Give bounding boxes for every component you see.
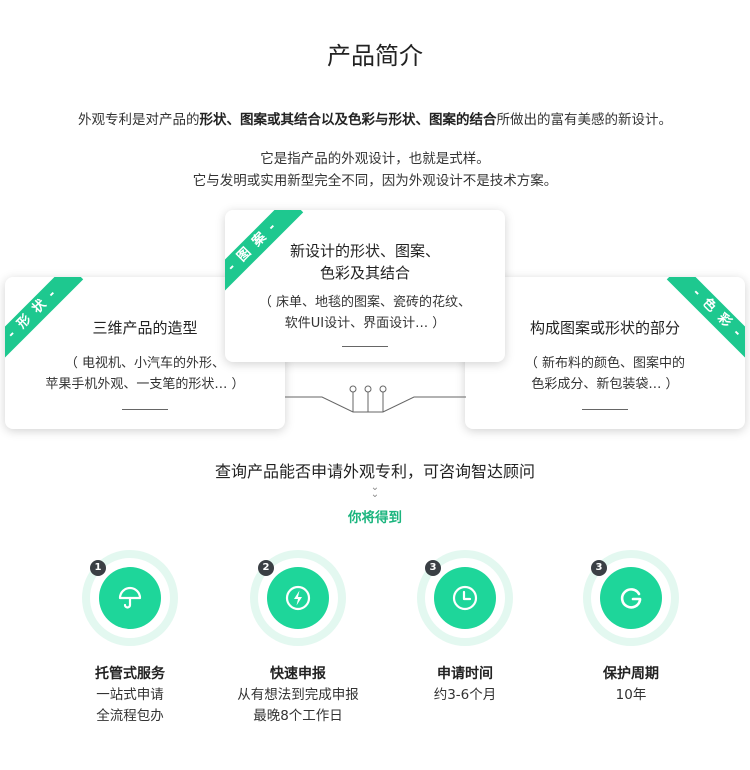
service-icon-ring: 3 xyxy=(417,550,513,646)
intro-line-3: 它与发明或实用新型完全不同，因为外观设计不是技术方案。 xyxy=(192,173,558,189)
service-icon-ring: 3 xyxy=(583,550,679,646)
service-application-time: 3 申请时间 约3-6个月 xyxy=(385,550,545,706)
service-protection-period: 3 保护周期 10年 xyxy=(551,550,711,706)
you-will-get-heading: 你将得到 xyxy=(348,510,402,526)
double-chevron-down-icon: ⌄⌄ xyxy=(370,482,380,500)
card-shape-desc-2: 苹果手机外观、一支笔的形状… ） xyxy=(45,377,245,392)
intro-text-c: 所做出的富有美感的新设计。 xyxy=(496,112,673,128)
intro-text-emphasis: 形状、图案或其结合以及色彩与形状、图案的结合 xyxy=(199,112,497,128)
card-shape-rule xyxy=(122,409,168,410)
service-line-1: 从有想法到完成申报 xyxy=(237,687,359,703)
service-icon-ring: 2 xyxy=(250,550,346,646)
card-pattern-heading-1: 新设计的形状、图案、 xyxy=(289,242,440,260)
page-title: 产品简介 xyxy=(327,42,423,70)
service-title: 申请时间 xyxy=(437,666,493,682)
step-badge: 3 xyxy=(591,560,607,576)
step-badge: 3 xyxy=(425,560,441,576)
service-line-2: 最晚8个工作日 xyxy=(253,708,343,724)
step-badge: 2 xyxy=(258,560,274,576)
card-pattern-desc-1: （ 床单、地毯的图案、瓷砖的花纹、 xyxy=(258,295,472,310)
service-line-2: 全流程包办 xyxy=(96,708,164,724)
card-pattern: - 图 案 - 新设计的形状、图案、 色彩及其结合 （ 床单、地毯的图案、瓷砖的… xyxy=(225,210,505,362)
intro-text-a: 外观专利是对产品的 xyxy=(78,112,200,128)
service-line-1: 10年 xyxy=(615,687,647,703)
refresh-icon xyxy=(620,588,642,609)
lightning-icon xyxy=(285,585,311,611)
service-line-1: 约3-6个月 xyxy=(433,687,497,703)
step-badge: 1 xyxy=(90,560,106,576)
service-title: 快速申报 xyxy=(270,666,326,682)
intro-line-2: 它是指产品的外观设计，也就是式样。 xyxy=(260,151,490,167)
service-hosted: 1 托管式服务 一站式申请 全流程包办 xyxy=(50,550,210,727)
consult-question: 查询产品能否申请外观专利，可咨询智达顾问 xyxy=(214,462,535,481)
service-icon-ring: 1 xyxy=(82,550,178,646)
umbrella-icon xyxy=(118,586,142,609)
intro-paragraph: 外观专利是对产品的形状、图案或其结合以及色彩与形状、图案的结合所做出的富有美感的… xyxy=(0,108,750,128)
card-color-heading: 构成图案或形状的部分 xyxy=(529,319,680,337)
service-title: 保护周期 xyxy=(603,666,659,682)
card-shape-heading: 三维产品的造型 xyxy=(92,319,198,337)
card-pattern-heading-2: 色彩及其结合 xyxy=(319,264,410,282)
card-pattern-desc-2: 软件UI设计、界面设计… ） xyxy=(284,316,446,331)
card-color-rule xyxy=(582,409,628,410)
service-line-1: 一站式申请 xyxy=(96,687,164,703)
clock-icon xyxy=(452,585,478,611)
service-title: 托管式服务 xyxy=(95,666,165,682)
card-pattern-rule xyxy=(342,346,388,347)
service-fast-filing: 2 快速申报 从有想法到完成申报 最晚8个工作日 xyxy=(218,550,378,727)
card-color-desc-2: 色彩成分、新包装袋… ） xyxy=(531,377,679,392)
card-shape-desc-1: （ 电视机、小汽车的外形、 xyxy=(64,356,226,371)
card-color: - 色 彩 - 构成图案或形状的部分 （ 新布料的颜色、图案中的 色彩成分、新包… xyxy=(465,277,745,429)
card-color-desc-1: （ 新布料的颜色、图案中的 xyxy=(524,356,686,371)
